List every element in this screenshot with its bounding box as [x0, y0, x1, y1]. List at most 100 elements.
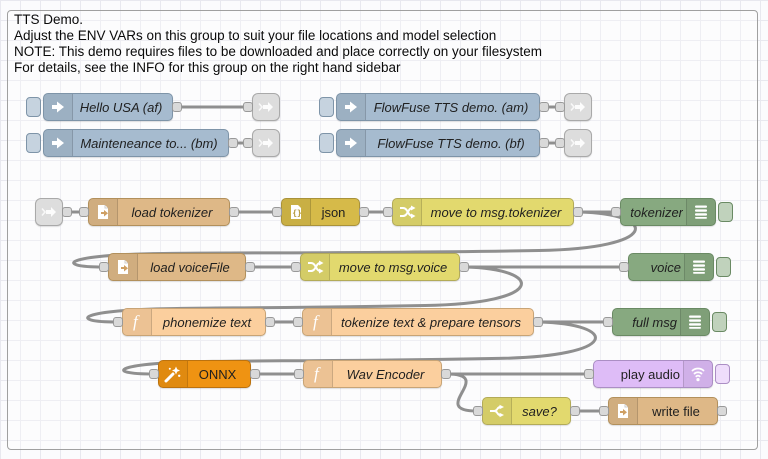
input-port[interactable] — [584, 369, 594, 379]
output-port[interactable] — [172, 102, 182, 112]
node-onnx[interactable]: ONNX — [158, 360, 251, 388]
node-label: tokenize text & prepare tensors — [335, 309, 527, 335]
node-label: phonemize text — [155, 309, 259, 335]
node-debug-full-msg[interactable]: full msg — [612, 308, 710, 336]
input-port[interactable] — [599, 406, 609, 416]
node-load-tokenizer[interactable]: load tokenizer — [88, 198, 230, 226]
input-port[interactable] — [99, 262, 109, 272]
input-port[interactable] — [383, 207, 393, 217]
link-out-icon — [253, 130, 279, 156]
node-save-question[interactable]: save? — [482, 397, 571, 425]
inject-button[interactable] — [26, 97, 41, 117]
output-port[interactable] — [539, 102, 549, 112]
inject-icon — [337, 94, 366, 120]
inject-icon — [337, 130, 366, 156]
node-phonemize-text[interactable]: fphonemize text — [122, 308, 266, 336]
node-tokenize-prepare[interactable]: f tokenize text & prepare tensors — [302, 308, 534, 336]
node-label: FlowFuse TTS demo. (bf) — [369, 130, 533, 156]
node-inject-flowfuse-am[interactable]: FlowFuse TTS demo. (am) — [336, 93, 540, 121]
output-port[interactable] — [533, 317, 543, 327]
svg-text:f: f — [313, 312, 320, 331]
output-port[interactable] — [265, 317, 275, 327]
input-port[interactable] — [272, 207, 282, 217]
input-port[interactable] — [293, 317, 303, 327]
node-move-to-msg-tokenizer[interactable]: move to msg.tokenizer — [392, 198, 574, 226]
node-link-out-1[interactable] — [252, 93, 280, 121]
output-port[interactable] — [62, 207, 72, 217]
node-write-file[interactable]: write file — [608, 397, 718, 425]
node-action-button[interactable] — [718, 202, 733, 222]
output-port[interactable] — [250, 369, 260, 379]
input-port[interactable] — [291, 262, 301, 272]
function-icon: f — [123, 309, 152, 335]
file-in-icon — [89, 199, 118, 225]
node-wav-encoder[interactable]: f Wav Encoder — [303, 360, 442, 388]
node-label: Hello USA (af) — [76, 94, 166, 120]
output-port[interactable] — [459, 262, 469, 272]
node-label: save? — [515, 398, 564, 424]
wand-icon — [159, 361, 188, 387]
node-load-voicefile[interactable]: load voiceFile — [108, 253, 246, 281]
output-port[interactable] — [228, 138, 238, 148]
input-port[interactable] — [603, 317, 613, 327]
function-icon: f — [303, 309, 332, 335]
output-port[interactable] — [359, 207, 369, 217]
debug-icon — [684, 254, 713, 280]
output-port[interactable] — [245, 262, 255, 272]
node-label: move to msg.tokenizer — [425, 199, 567, 225]
node-label: Wav Encoder — [336, 361, 435, 387]
node-debug-voice[interactable]: voice — [628, 253, 714, 281]
output-port[interactable] — [573, 207, 583, 217]
json-icon: {} — [282, 199, 311, 225]
output-port[interactable] — [717, 406, 727, 416]
input-port[interactable] — [243, 102, 253, 112]
input-port[interactable] — [611, 207, 621, 217]
node-action-button[interactable] — [712, 312, 727, 332]
node-link-out-2[interactable] — [564, 93, 592, 121]
debug-icon — [686, 199, 715, 225]
inject-button[interactable] — [319, 97, 334, 117]
input-port[interactable] — [555, 138, 565, 148]
link-out-icon — [253, 94, 279, 120]
svg-text:{}: {} — [292, 209, 302, 218]
link-in-icon — [36, 199, 62, 225]
output-port[interactable] — [570, 406, 580, 416]
node-label: play audio — [598, 361, 680, 387]
svg-text:f: f — [314, 364, 321, 383]
node-label: load voiceFile — [141, 254, 239, 280]
input-port[interactable] — [113, 317, 123, 327]
node-action-button[interactable] — [716, 257, 731, 277]
node-play-audio[interactable]: play audio — [593, 360, 713, 388]
input-port[interactable] — [555, 102, 565, 112]
input-port[interactable] — [149, 369, 159, 379]
node-label: tokenizer — [625, 199, 683, 225]
node-debug-tokenizer[interactable]: tokenizer — [620, 198, 716, 226]
input-port[interactable] — [294, 369, 304, 379]
input-port[interactable] — [79, 207, 89, 217]
input-port[interactable] — [473, 406, 483, 416]
inject-button[interactable] — [26, 133, 41, 153]
node-link-out-3[interactable] — [252, 129, 280, 157]
node-action-button[interactable] — [715, 364, 730, 384]
wire-wav-encoder-to-save-question[interactable] — [447, 374, 477, 411]
inject-button[interactable] — [319, 133, 334, 153]
node-link-in-1[interactable] — [35, 198, 63, 226]
node-label: load tokenizer — [121, 199, 223, 225]
change-icon — [301, 254, 330, 280]
node-label: voice — [633, 254, 681, 280]
node-link-out-4[interactable] — [564, 129, 592, 157]
node-inject-maintenance[interactable]: Mainteneance to... (bm) — [43, 129, 229, 157]
node-inject-hello-usa[interactable]: Hello USA (af) — [43, 93, 173, 121]
change-icon — [393, 199, 422, 225]
input-port[interactable] — [243, 138, 253, 148]
node-move-to-msg-voice[interactable]: move to msg.voice — [300, 253, 460, 281]
switch-icon — [483, 398, 512, 424]
output-port[interactable] — [539, 138, 549, 148]
output-port[interactable] — [441, 369, 451, 379]
node-json[interactable]: {}json — [281, 198, 360, 226]
node-inject-flowfuse-bf[interactable]: FlowFuse TTS demo. (bf) — [336, 129, 540, 157]
input-port[interactable] — [619, 262, 629, 272]
output-port[interactable] — [229, 207, 239, 217]
